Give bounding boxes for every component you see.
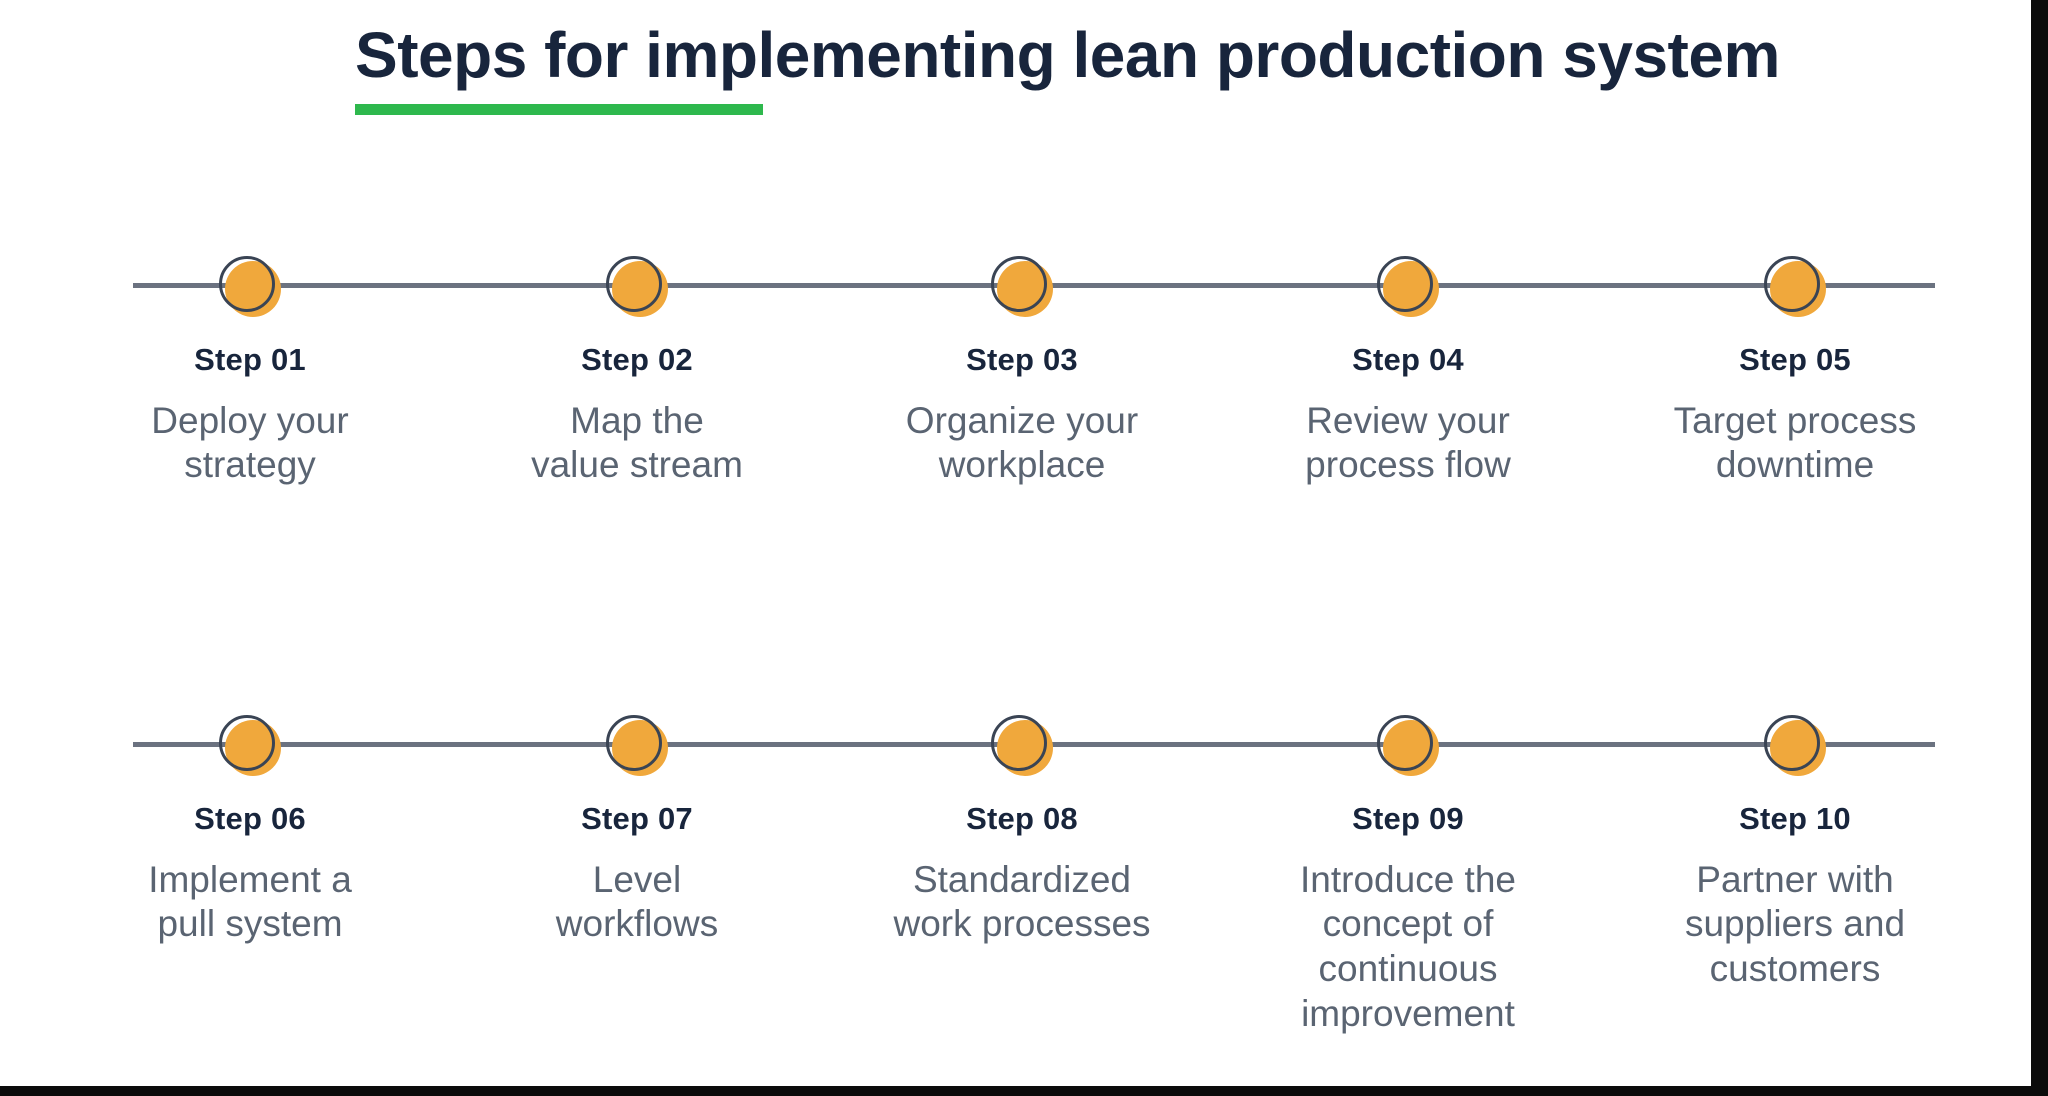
step-label: Step 10 [1739, 801, 1851, 836]
page-title: Steps for implementing lean production s… [355, 19, 1780, 91]
step-label: Step 01 [194, 342, 306, 377]
step-label: Step 04 [1352, 342, 1464, 377]
step-marker-circle-icon[interactable] [857, 256, 1187, 318]
step-description-line: continuous [1318, 948, 1498, 990]
step-description-line: Level [592, 858, 682, 900]
page-edge-bottom [0, 1086, 2048, 1096]
title-underline-accent [355, 104, 763, 115]
step-description-line: Target process [1673, 399, 1917, 441]
step-label: Step 08 [966, 801, 1078, 836]
step-description-line: process flow [1305, 444, 1511, 486]
step-description-line: Organize your [905, 399, 1139, 441]
title-block: Steps for implementing lean production s… [355, 19, 1780, 115]
step-marker-circle-icon[interactable] [1630, 715, 1960, 777]
page-edge-right [2031, 0, 2048, 1096]
step-description-line: Introduce the [1300, 858, 1516, 900]
step-marker-ring [991, 715, 1047, 771]
step-label: Step 09 [1352, 801, 1464, 836]
step-marker-ring [219, 256, 275, 312]
step-description-line: Standardized [912, 858, 1132, 900]
step-description-line: customers [1709, 948, 1881, 990]
step-description-line: value stream [531, 444, 743, 486]
step-description-line: improvement [1301, 992, 1515, 1034]
step-marker-ring [991, 256, 1047, 312]
step-description-line: Review your [1306, 399, 1510, 441]
step-marker-ring [219, 715, 275, 771]
step-description-line: strategy [184, 444, 316, 486]
step-marker-circle-icon[interactable] [857, 715, 1187, 777]
step-description-line: Partner with [1696, 858, 1894, 900]
step-description-line: workflows [555, 903, 719, 945]
step-label: Step 06 [194, 801, 306, 836]
step-description-line: pull system [157, 903, 343, 945]
step-label: Step 07 [581, 801, 693, 836]
step-marker-ring [606, 256, 662, 312]
step-marker-circle-icon[interactable] [1243, 715, 1573, 777]
step-label: Step 05 [1739, 342, 1851, 377]
step-marker-circle-icon[interactable] [1243, 256, 1573, 318]
step-marker-ring [1377, 715, 1433, 771]
step-label: Step 02 [581, 342, 693, 377]
step-marker-circle-icon[interactable] [472, 715, 802, 777]
step-marker-circle-icon[interactable] [472, 256, 802, 318]
step-description-line: workplace [938, 444, 1106, 486]
step-marker-circle-icon[interactable] [85, 715, 415, 777]
step-description-line: concept of [1322, 903, 1494, 945]
step-label: Step 03 [966, 342, 1078, 377]
step-marker-ring [1764, 256, 1820, 312]
step-description-line: Deploy your [151, 399, 349, 441]
step-description-line: Map the [570, 399, 704, 441]
step-description-line: suppliers and [1684, 903, 1906, 945]
step-marker-ring [1377, 256, 1433, 312]
step-marker-ring [1764, 715, 1820, 771]
step-marker-ring [606, 715, 662, 771]
step-marker-circle-icon[interactable] [85, 256, 415, 318]
step-description-line: Implement a [148, 858, 352, 900]
step-description-line: downtime [1715, 444, 1875, 486]
step-description-line: work processes [893, 903, 1151, 945]
step-marker-circle-icon[interactable] [1630, 256, 1960, 318]
